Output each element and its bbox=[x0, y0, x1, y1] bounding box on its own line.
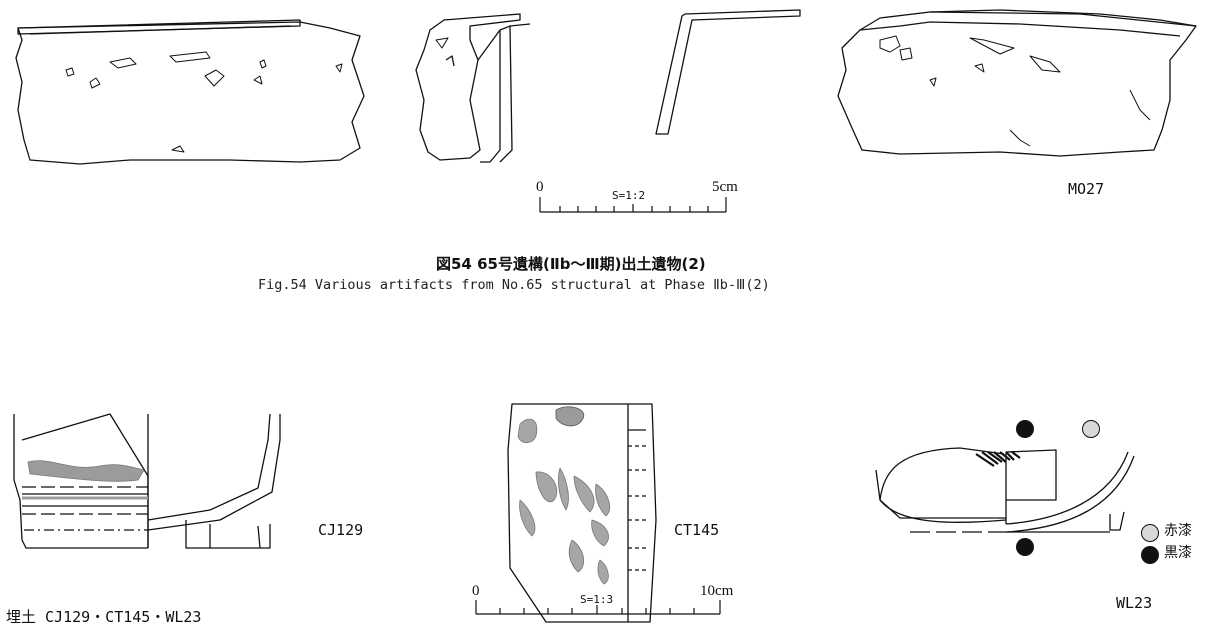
figure-caption-english: Fig.54 Various artifacts from No.65 stru… bbox=[258, 277, 770, 293]
context-label: 埋土 CJ129・CT145・WL23 bbox=[6, 608, 202, 626]
mo27-side-view bbox=[415, 13, 531, 163]
specimen-label-mo27: MO27 bbox=[1068, 180, 1105, 198]
scale-top-start-label: 0 bbox=[536, 179, 544, 195]
mo27-face-view-left bbox=[15, 19, 365, 165]
legend-label-black-lacquer: 黒漆 bbox=[1164, 546, 1192, 561]
mo27-profile bbox=[655, 9, 801, 135]
ct145-drawing bbox=[507, 403, 657, 623]
scale-bottom-start-label: 0 bbox=[472, 583, 480, 599]
scale-top-end-label: 5cm bbox=[712, 179, 738, 195]
black-lacquer-marker bbox=[1016, 420, 1034, 438]
wl23-drawing bbox=[875, 447, 1135, 533]
scale-bottom-ratio-label: S=1:3 bbox=[580, 593, 614, 606]
legend-swatch-black-lacquer bbox=[1141, 546, 1159, 564]
scale-bottom-end-label: 10cm bbox=[700, 583, 734, 599]
mo27-face-view-right bbox=[837, 9, 1197, 157]
legend-swatch-red-lacquer bbox=[1141, 524, 1159, 542]
red-lacquer-marker bbox=[1082, 420, 1100, 438]
black-lacquer-marker bbox=[1016, 538, 1034, 556]
specimen-label-cj129: CJ129 bbox=[318, 521, 364, 539]
legend-label-red-lacquer: 赤漆 bbox=[1164, 524, 1192, 539]
scale-bar-bottom bbox=[475, 600, 721, 615]
figure-caption-japanese: 図54 65号遺構(Ⅱb〜Ⅲ期)出土遺物(2) bbox=[436, 255, 706, 273]
cj129-drawing bbox=[13, 413, 281, 549]
scale-top-ratio-label: S=1:2 bbox=[612, 189, 646, 202]
scale-bar-top bbox=[539, 197, 727, 213]
specimen-label-wl23: WL23 bbox=[1116, 594, 1153, 612]
specimen-label-ct145: CT145 bbox=[674, 521, 720, 539]
